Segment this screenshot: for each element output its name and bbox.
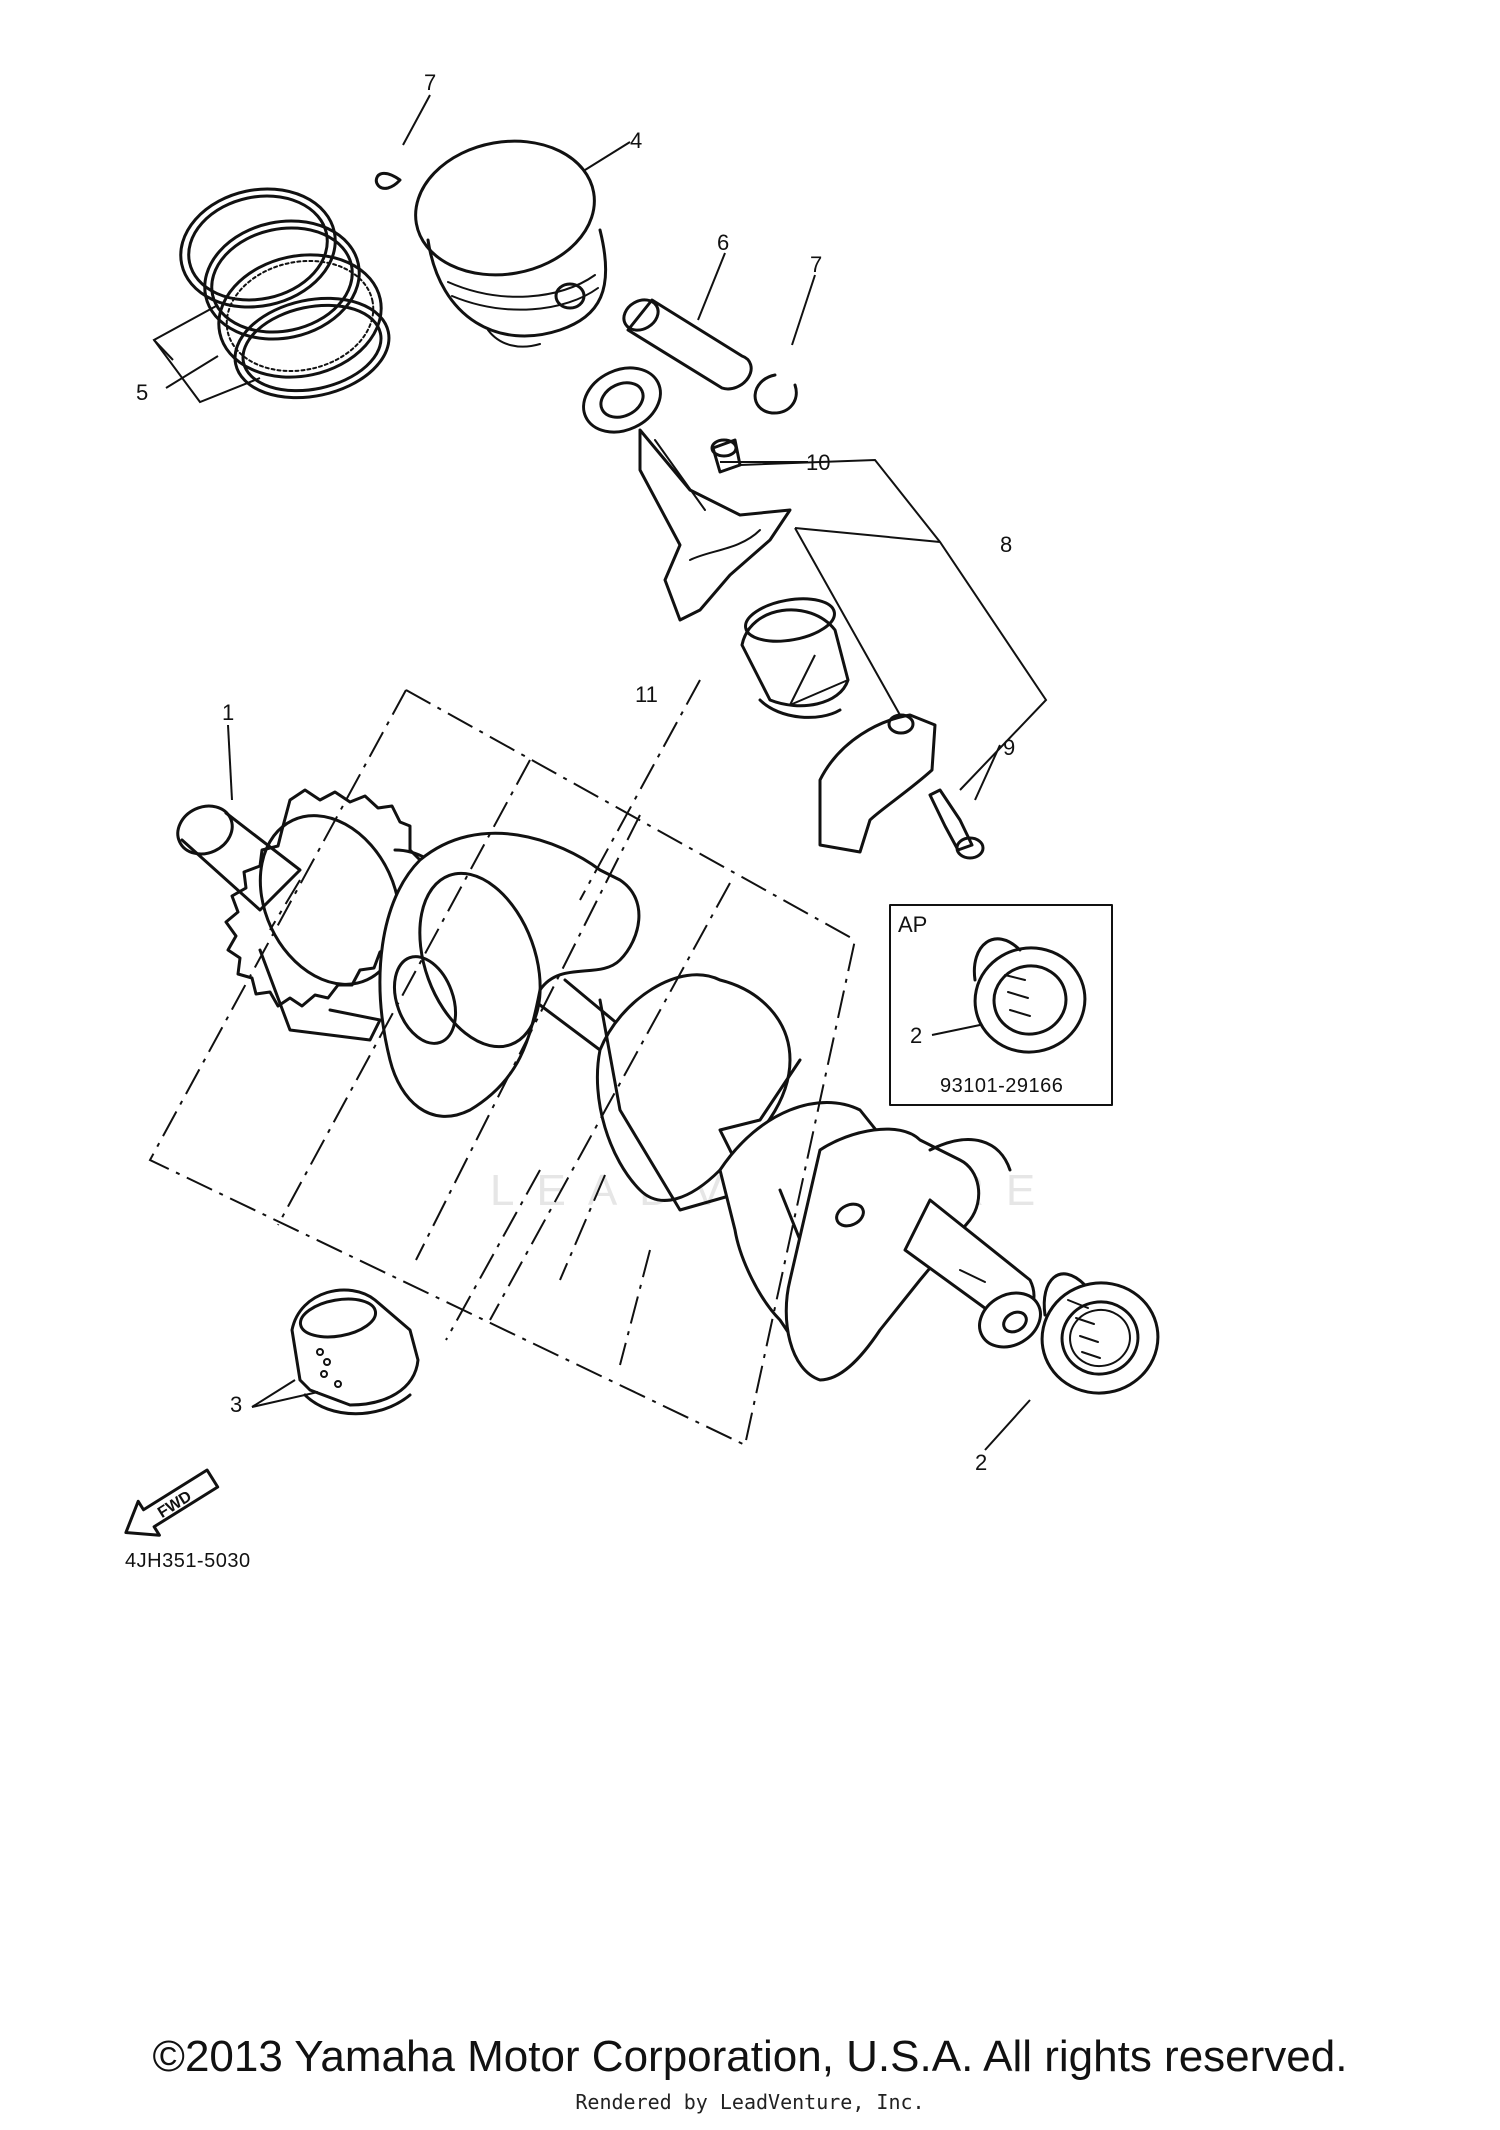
leaders-misc <box>227 94 816 801</box>
crankshaft <box>176 788 1042 1382</box>
piston-pin <box>622 298 753 391</box>
callout-5-leader <box>152 304 261 404</box>
callout-10: 10 <box>806 450 830 475</box>
inset-callout: 2 <box>910 1023 922 1048</box>
inset-label: AP <box>898 912 927 937</box>
callout-2: 2 <box>975 1450 987 1475</box>
callout-9: 9 <box>1003 735 1015 760</box>
callout-7-right: 7 <box>810 252 822 277</box>
callout-6: 6 <box>717 230 729 255</box>
callout-5: 5 <box>136 380 148 405</box>
inset-part-number: 93101-29166 <box>940 1075 1063 1097</box>
callout-1: 1 <box>222 700 234 725</box>
callout-4: 4 <box>630 128 642 153</box>
inset-box: AP 2 93101-29166 <box>889 904 1113 1106</box>
inset-oil-seal <box>972 937 1087 1054</box>
main-bearings <box>290 1288 420 1416</box>
connecting-rod <box>582 366 792 622</box>
callout-11: 11 <box>635 682 658 707</box>
piston-rings <box>179 187 391 400</box>
fwd-label: FWD <box>155 1488 195 1522</box>
piston <box>414 139 608 348</box>
oil-seal <box>1040 1272 1160 1395</box>
rendered-by-footer: Rendered by LeadVenture, Inc. <box>575 2090 925 2114</box>
leaders-rod-group <box>720 458 1048 801</box>
circlip-upper <box>374 172 402 190</box>
crankshaft-assembly-outline <box>148 679 856 1447</box>
circlip-lower <box>753 373 798 415</box>
callout-3-leader <box>251 1379 319 1408</box>
diagram-code: 4JH351-5030 <box>125 1550 251 1572</box>
callout-7-top: 7 <box>424 70 436 95</box>
con-rod-cap <box>818 713 937 854</box>
callout-8: 8 <box>1000 532 1012 557</box>
fwd-arrow-icon: FWD <box>124 1468 220 1537</box>
callout-2-leader <box>984 1399 1031 1451</box>
callout-3: 3 <box>230 1392 242 1417</box>
cap-bolt <box>928 788 985 860</box>
copyright-footer: ©2013 Yamaha Motor Corporation, U.S.A. A… <box>152 2032 1348 2081</box>
big-end-bearings <box>740 597 850 719</box>
con-rod-nut <box>710 438 742 474</box>
